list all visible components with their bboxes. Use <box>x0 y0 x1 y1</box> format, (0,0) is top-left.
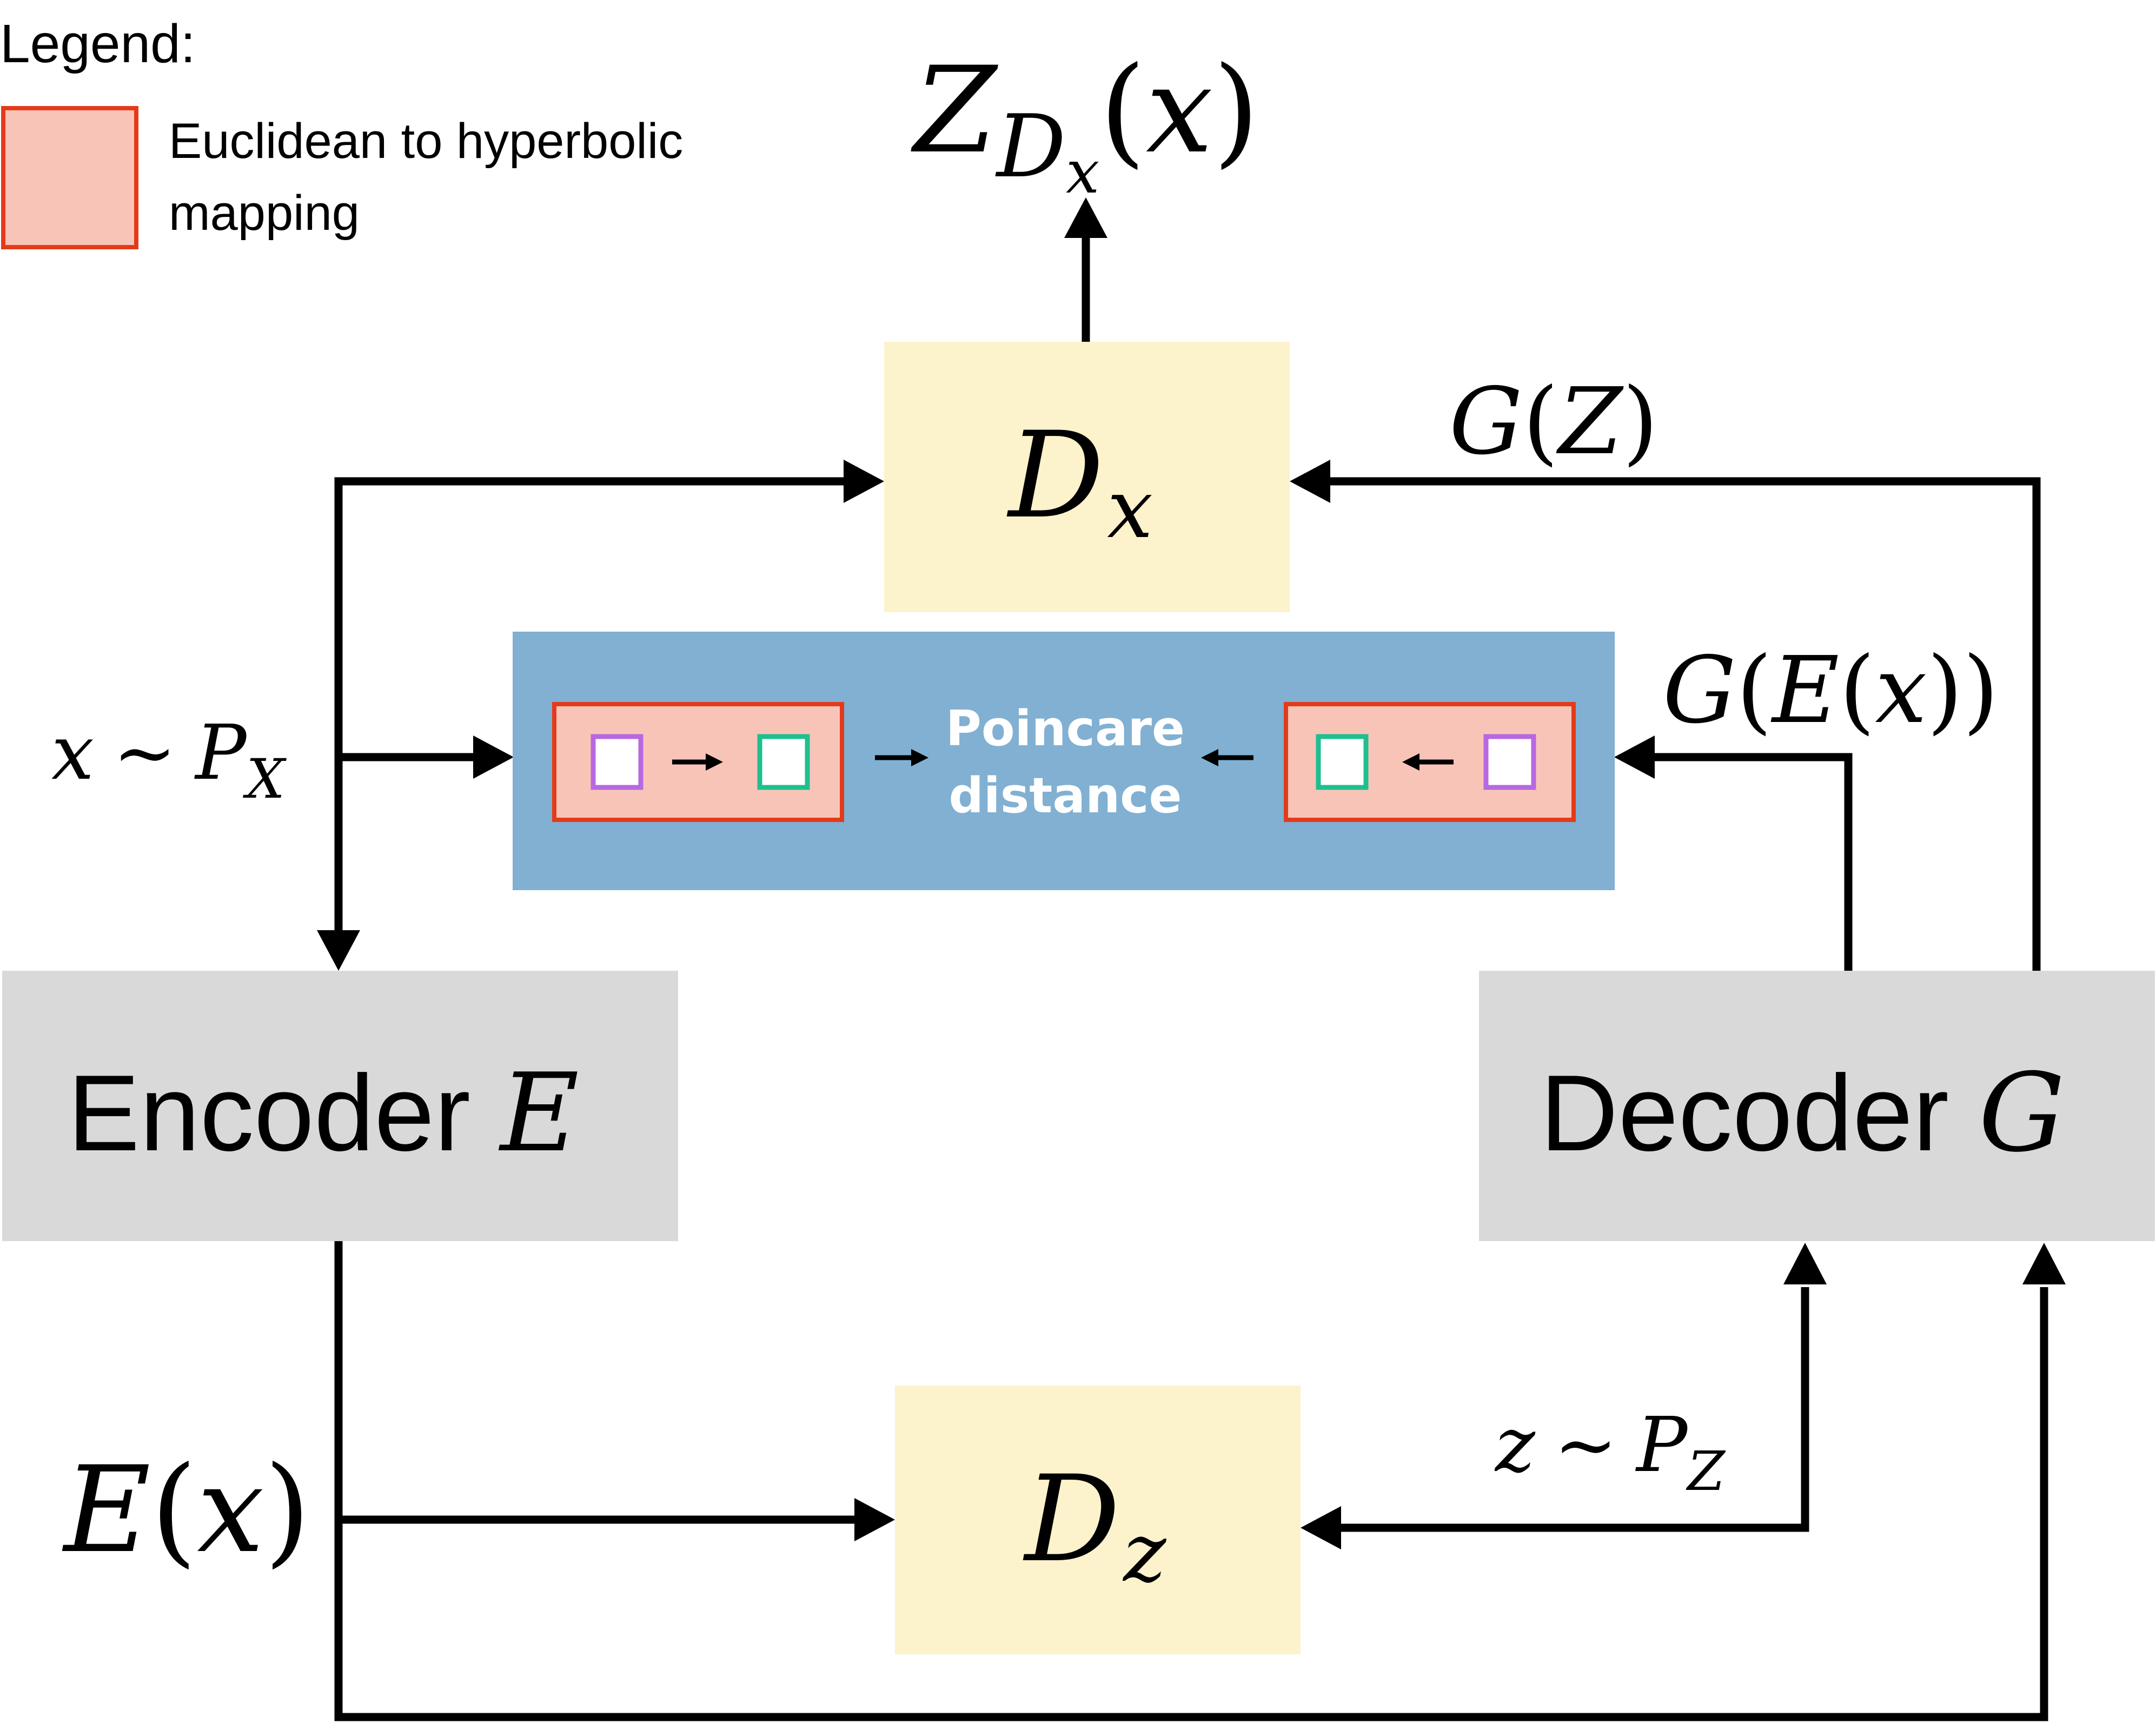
euclidean-square-right <box>1483 734 1536 790</box>
arrowhead-dx-output <box>1064 197 1107 238</box>
z-sample-label: z∼PZ <box>1494 1401 1726 1503</box>
ex-label: E(x) <box>62 1441 310 1579</box>
arrowhead-into-decoder-right <box>2022 1243 2066 1284</box>
legend-swatch <box>1 106 138 249</box>
arrowhead-into-encoder <box>317 930 360 971</box>
dx-discriminator: Dx <box>884 342 1290 612</box>
dz-box <box>895 1386 1301 1654</box>
dz-label: Dz <box>1023 1450 1166 1600</box>
arrowhead-into-decoder-left <box>1783 1243 1827 1284</box>
arrowhead-into-dx-right <box>1290 460 1330 503</box>
edge-gz-to-dx <box>1325 477 2041 971</box>
output-label: ZDx(x) <box>911 41 1259 207</box>
arrow-left-to-distance <box>875 749 928 766</box>
legend: Legend: Euclidean to hyperbolic mapping <box>0 14 683 249</box>
mapping-arrow-left <box>672 753 723 771</box>
edge-gex-to-poincare <box>1649 753 1853 971</box>
legend-title: Legend: <box>0 14 195 74</box>
arrowhead-into-dx-left <box>844 460 884 503</box>
arrowhead-into-poincare-right <box>1614 735 1655 779</box>
gex-label: G(E(x)) <box>1663 637 1999 744</box>
connections <box>334 238 2048 1721</box>
arrowhead-into-poincare-left <box>473 735 514 779</box>
poincare-panel: Poincare distance <box>513 632 1615 890</box>
x-sample-label: x∼PX <box>51 709 287 811</box>
arrowhead-into-dz-right <box>1301 1506 1341 1549</box>
arrowhead-into-dz-left <box>854 1498 895 1541</box>
legend-item-label-line2: mapping <box>169 185 360 241</box>
edge-x-to-dx <box>334 477 849 936</box>
gz-label: G(Z) <box>1449 368 1659 475</box>
decoder-box <box>1479 971 2155 1241</box>
mapping-arrow-right <box>1402 753 1454 771</box>
dx-box <box>884 342 1290 612</box>
edge-z-to-dz-decoder <box>1330 1287 1809 1532</box>
arrowheads <box>317 197 2066 1549</box>
dx-label: Dx <box>1006 406 1153 556</box>
hyperbolic-square-left <box>757 734 810 790</box>
encoder-box <box>2 971 678 1241</box>
legend-item-label-line1: Euclidean to hyperbolic <box>169 114 683 169</box>
euclidean-square-left <box>591 734 644 790</box>
hyperbolic-square-right <box>1316 734 1369 790</box>
arrow-right-to-distance <box>1201 749 1253 766</box>
poincare-label-line2: distance <box>948 767 1182 824</box>
dz-discriminator: Dz <box>895 1386 1301 1654</box>
edge-ex-to-decoder <box>334 1241 2048 1721</box>
poincare-label-line1: Poincare <box>946 700 1185 757</box>
